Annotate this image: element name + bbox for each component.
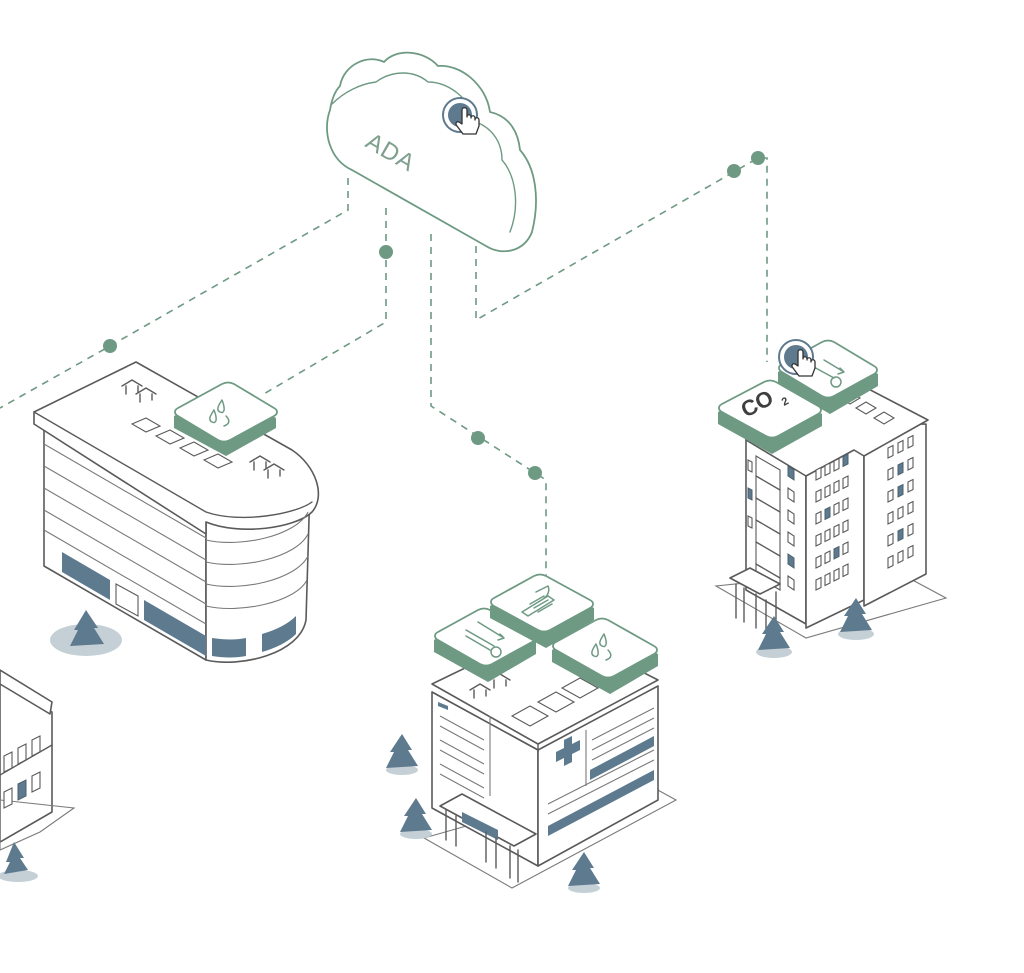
window xyxy=(824,550,831,565)
window xyxy=(842,519,849,534)
thermometer-icon xyxy=(465,621,505,658)
window xyxy=(824,484,831,499)
link-cloud-to-round-building xyxy=(261,208,387,396)
svg-text:2: 2 xyxy=(780,395,791,408)
window xyxy=(907,434,914,449)
window xyxy=(897,439,904,454)
window xyxy=(842,497,849,512)
tree-icon xyxy=(0,842,38,882)
window xyxy=(907,456,914,471)
window xyxy=(815,466,822,481)
link-node xyxy=(379,245,393,259)
window xyxy=(897,505,904,520)
window xyxy=(833,501,840,516)
window xyxy=(887,488,894,503)
tree-icon xyxy=(756,616,792,658)
link-node xyxy=(727,164,741,178)
window xyxy=(897,527,904,542)
window xyxy=(842,475,849,490)
pipe-insulation-sensor-tile[interactable] xyxy=(490,573,594,649)
hand-pointer-icon[interactable] xyxy=(778,339,816,377)
window xyxy=(815,510,822,525)
window xyxy=(824,528,831,543)
hospital-building[interactable] xyxy=(386,573,678,894)
window xyxy=(887,466,894,481)
residential-tower[interactable]: CO 2 xyxy=(714,339,948,658)
glass-facade xyxy=(62,552,110,600)
water-drops-icon xyxy=(209,399,230,427)
water-drops-icon xyxy=(591,633,612,661)
tree-icon xyxy=(386,734,418,775)
pipe-insulation-icon xyxy=(521,585,555,617)
link-node xyxy=(471,431,485,445)
hand-pointer-icon[interactable] xyxy=(442,97,480,135)
link-node xyxy=(103,339,117,353)
link-node xyxy=(751,151,765,165)
tree-icon xyxy=(838,598,874,640)
window xyxy=(897,483,904,498)
window xyxy=(842,563,849,578)
window xyxy=(815,532,822,547)
window xyxy=(833,567,840,582)
window xyxy=(833,545,840,560)
network-connections xyxy=(0,151,768,590)
tree-icon xyxy=(568,852,600,893)
window xyxy=(907,478,914,493)
link-cloud-to-left-building xyxy=(0,178,349,409)
tree-icon xyxy=(400,798,432,839)
window xyxy=(907,544,914,559)
co2-sensor-tile[interactable]: CO 2 xyxy=(718,379,822,455)
thermometer-icon xyxy=(811,359,845,388)
window xyxy=(887,510,894,525)
cloud-icon xyxy=(326,51,537,253)
water-sensor-tile[interactable] xyxy=(552,617,658,695)
window xyxy=(815,488,822,503)
link-node xyxy=(528,466,542,480)
window xyxy=(887,532,894,547)
tree-icon xyxy=(50,610,122,656)
window xyxy=(833,523,840,538)
window xyxy=(833,457,840,472)
window xyxy=(842,453,849,468)
window xyxy=(824,572,831,587)
medical-cross-icon xyxy=(556,736,580,766)
edge-building-left[interactable] xyxy=(0,669,76,882)
window xyxy=(907,500,914,515)
window xyxy=(824,506,831,521)
ada-cloud[interactable]: ADA xyxy=(326,51,537,253)
window xyxy=(824,462,831,477)
window xyxy=(907,522,914,537)
window xyxy=(897,549,904,564)
window xyxy=(815,554,822,569)
window xyxy=(842,541,849,556)
rounded-office-building[interactable] xyxy=(33,361,320,663)
water-sensor-tile[interactable] xyxy=(174,381,278,457)
window xyxy=(897,461,904,476)
link-cloud-to-hospital xyxy=(430,234,547,590)
window xyxy=(815,576,822,591)
window xyxy=(887,554,894,569)
window xyxy=(887,444,894,459)
window xyxy=(833,479,840,494)
